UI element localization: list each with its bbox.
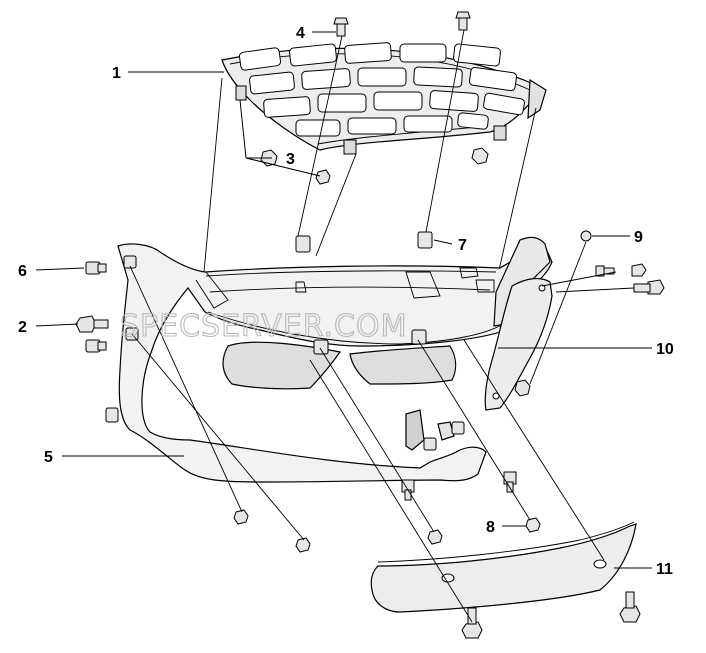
callout-5: 5 [44,449,53,466]
bolt-icon [401,471,641,639]
grating-support-frame [203,77,537,293]
callout-6: 6 [18,263,27,280]
callout-10: 10 [656,341,674,358]
bolt-icon [333,11,471,37]
callout-4: 4 [296,25,305,42]
callout-1: 1 [112,65,121,82]
step-housing-part [117,236,553,483]
callout-9: 9 [634,229,643,246]
callout-2: 2 [18,319,27,336]
bolt-icon [75,315,109,333]
step-grating-part [221,42,547,155]
callout-7: 7 [458,237,467,254]
callout-3: 3 [286,151,295,168]
nut-icon [233,509,541,553]
watermark-text: SPECSERVER.COM [120,309,407,344]
callout-11: 11 [656,561,673,578]
kick-plate-part [370,521,637,613]
clip-nut-icon [295,231,465,451]
side-bracket-part [484,277,553,411]
callout-8: 8 [486,519,495,536]
grating-cells [238,42,525,137]
assembly-lines [129,29,635,623]
callout-labels: 1 2 3 4 5 6 7 8 9 10 11 [18,25,674,578]
leader-lines [35,31,652,569]
bolt-icon [580,230,665,295]
